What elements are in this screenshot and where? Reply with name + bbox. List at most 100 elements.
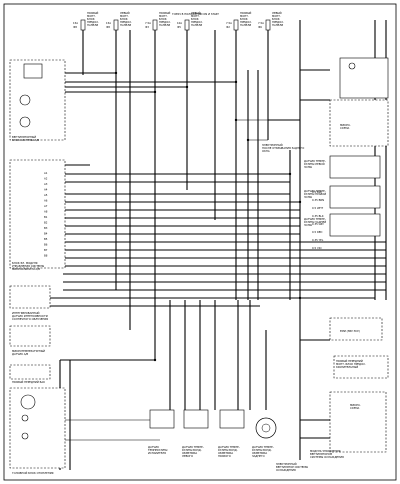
wire-label-group: 0.5 BLU 0.35 BRN 0.5 WHT 0.35 BLK 0.35 GRY 0.… bbox=[312, 190, 324, 250]
pin-label: B6 bbox=[44, 243, 48, 247]
cooling-blower-block bbox=[9, 387, 66, 469]
relay2-icon bbox=[21, 432, 29, 440]
wire-label: 0.5 WHT bbox=[312, 206, 323, 210]
fuse-code: Ф8 bbox=[106, 25, 110, 29]
fan-micro-scheme bbox=[23, 63, 43, 79]
fuse-amp: 15A bbox=[73, 21, 78, 25]
wire-label: 0.5 RED bbox=[312, 230, 322, 234]
cooling-fan-module-block bbox=[329, 391, 387, 453]
bottom-sensor-box bbox=[183, 409, 209, 429]
bottom-wires bbox=[59, 300, 330, 470]
door-motor-icon bbox=[348, 62, 356, 70]
control-unit-block bbox=[9, 159, 66, 269]
pin-label: A4 bbox=[44, 188, 48, 192]
bottom-sensor-box bbox=[149, 409, 175, 429]
fuse-amp: 7.5A bbox=[145, 21, 151, 25]
pin-label: B8 bbox=[44, 254, 48, 258]
bottom-left-label: ГОЛОВНОЙ БЛОК ОТОПЛЕНИЯ bbox=[12, 470, 54, 475]
sun-sensor-block bbox=[9, 285, 51, 309]
pin-label: B4 bbox=[44, 232, 48, 236]
wire-label: 0.35 YEL bbox=[312, 238, 324, 242]
pin-label: A3 bbox=[44, 182, 48, 186]
fuse-amp: 15A bbox=[106, 21, 111, 25]
pin-label: A6 bbox=[44, 199, 48, 203]
wire-label: 0.35 BLK bbox=[312, 214, 324, 218]
wire-label: 0.35 GRY bbox=[312, 222, 324, 226]
fuse-code: Ф2 bbox=[226, 25, 230, 29]
micro-scheme-2-label: МИКРО-СХЕМА bbox=[350, 403, 361, 410]
pin-label: B1 bbox=[44, 215, 48, 219]
top-header: ГОРЯЧ В ПОЛОЖЕНИИ ON И START bbox=[172, 12, 219, 16]
rear-zone-sensor-block bbox=[329, 213, 381, 237]
fuse-amp: 10A bbox=[177, 21, 182, 25]
rear-left-door-block bbox=[339, 57, 389, 99]
right-front-block bbox=[333, 355, 389, 379]
wire-label: 0.35 BRN bbox=[312, 198, 324, 202]
wire-label: 0.5 BLU bbox=[312, 190, 322, 194]
pin-label: A8 bbox=[44, 210, 48, 214]
pin-label: A2 bbox=[44, 177, 48, 181]
pin-label: B7 bbox=[44, 248, 48, 252]
pin-label: B5 bbox=[44, 237, 48, 241]
diagram-border bbox=[3, 3, 397, 481]
junction-dots bbox=[114, 71, 302, 362]
blower-motor-icon bbox=[20, 394, 36, 410]
fuse-code: Ф6 bbox=[258, 25, 262, 29]
pin-label: A5 bbox=[44, 193, 48, 197]
micro-scheme-1-block bbox=[329, 99, 389, 147]
pin-label: A1 bbox=[44, 171, 48, 175]
relay-icon bbox=[21, 414, 29, 422]
ems-block bbox=[329, 317, 383, 341]
right-zone-sensor-block bbox=[329, 185, 381, 209]
pin-label: B2 bbox=[44, 221, 48, 225]
pin-label: B3 bbox=[44, 226, 48, 230]
fuse-code: Ф3 bbox=[145, 25, 149, 29]
thin-wires bbox=[60, 119, 268, 441]
ems-label: ЕМИ (ЭБУ ЭСУ) bbox=[340, 329, 360, 333]
fuse-amp: 7.5A bbox=[226, 21, 232, 25]
micro-scheme-1-label: МИКРО-СХЕМА bbox=[340, 123, 351, 130]
fuse-code: Ф5 bbox=[177, 25, 181, 29]
right-hand-label: ПРАВЫЙ ПЕРЕДНИЙ БАК bbox=[12, 379, 45, 384]
cooling-fan-icon bbox=[255, 417, 277, 439]
fuse-amp: 7.5A bbox=[258, 21, 264, 25]
wire-label: 0.5 VIO bbox=[312, 246, 322, 250]
bottom-sensor-box bbox=[219, 409, 245, 429]
horizontal-bus bbox=[50, 69, 386, 307]
fuse-code: Ф8 bbox=[73, 25, 77, 29]
temp-sensor-block bbox=[9, 325, 51, 347]
cooling-fan-hub-icon bbox=[261, 423, 271, 433]
pin-label: A7 bbox=[44, 204, 48, 208]
